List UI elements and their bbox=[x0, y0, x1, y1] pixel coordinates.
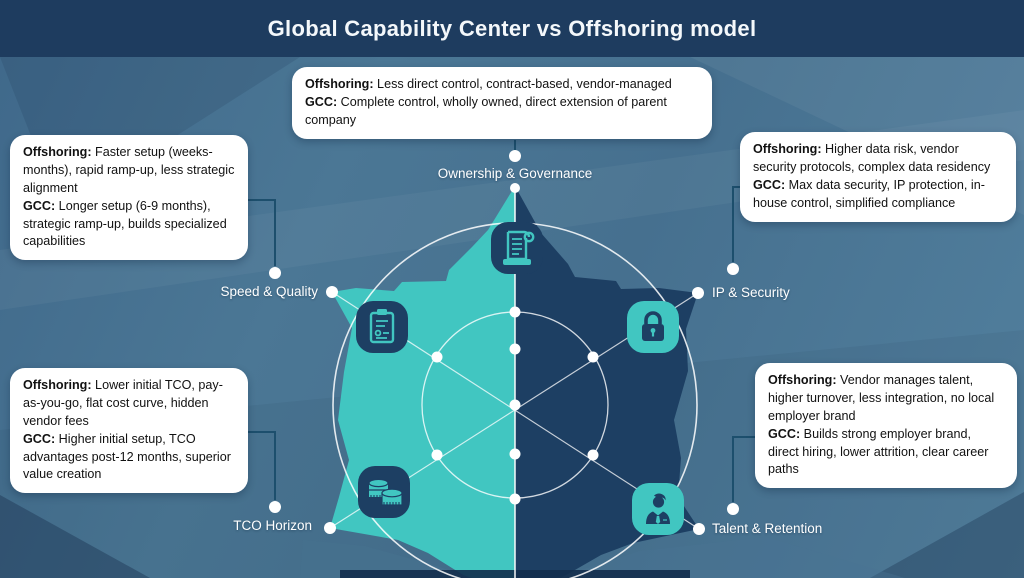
gcc-label: GCC: bbox=[305, 94, 338, 109]
callout-offshoring-line: Offshoring: Higher data risk, vendor sec… bbox=[753, 141, 1003, 177]
offshoring-text: Higher data risk, vendor security protoc… bbox=[753, 142, 991, 174]
callout-tco: Offshoring: Lower initial TCO, pay-as-yo… bbox=[10, 368, 248, 494]
callout-ip: Offshoring: Higher data risk, vendor sec… bbox=[740, 132, 1016, 222]
offshoring-label: Offshoring: bbox=[23, 145, 92, 159]
offshoring-text: Lower initial TCO, pay-as-you-go, flat c… bbox=[23, 378, 223, 428]
gcc-text: Higher initial setup, TCO advantages pos… bbox=[23, 431, 231, 482]
gcc-text: Longer setup (6-9 months), strategic ram… bbox=[23, 198, 227, 249]
offshoring-text: Vendor manages talent, higher turnover, … bbox=[768, 373, 995, 423]
gcc-text: Builds strong employer brand, direct hir… bbox=[768, 426, 989, 477]
callout-talent: Offshoring: Vendor manages talent, highe… bbox=[755, 363, 1017, 489]
callout-gcc-line: GCC: Builds strong employer brand, direc… bbox=[768, 426, 1004, 480]
callout-offshoring-line: Offshoring: Lower initial TCO, pay-as-yo… bbox=[23, 377, 235, 431]
axis-label-speed: Speed & Quality bbox=[220, 284, 318, 299]
callout-gcc-line: GCC: Complete control, wholly owned, dir… bbox=[305, 94, 699, 130]
offshoring-label: Offshoring: bbox=[768, 373, 837, 387]
lock-icon bbox=[627, 301, 679, 353]
gcc-text: Complete control, wholly owned, direct e… bbox=[305, 94, 667, 127]
callout-offshoring-line: Offshoring: Less direct control, contrac… bbox=[305, 76, 699, 94]
offshoring-label: Offshoring: bbox=[23, 378, 92, 392]
coins-icon bbox=[358, 466, 410, 518]
axis-label-ip: IP & Security bbox=[712, 285, 790, 300]
person-icon bbox=[632, 483, 684, 535]
offshoring-label: Offshoring: bbox=[305, 77, 374, 91]
gcc-label: GCC: bbox=[768, 426, 801, 441]
node-dots bbox=[269, 150, 739, 535]
axis-label-tco: TCO Horizon bbox=[233, 518, 312, 533]
callout-offshoring-line: Offshoring: Faster setup (weeks-months),… bbox=[23, 144, 235, 198]
offshoring-text: Faster setup (weeks-months), rapid ramp-… bbox=[23, 145, 235, 195]
callout-ownership: Offshoring: Less direct control, contrac… bbox=[292, 67, 712, 139]
axis-label-talent: Talent & Retention bbox=[712, 521, 823, 536]
page-title: Global Capability Center vs Offshoring m… bbox=[267, 15, 757, 41]
gcc-label: GCC: bbox=[23, 431, 56, 446]
callout-connectors bbox=[246, 140, 756, 502]
axis-label-ownership: Ownership & Governance bbox=[437, 166, 593, 181]
gcc-label: GCC: bbox=[753, 177, 786, 192]
receipt-icon bbox=[491, 222, 543, 274]
connector-upper-right bbox=[732, 186, 741, 262]
callout-gcc-line: GCC: Max data security, IP protection, i… bbox=[753, 177, 1003, 213]
offshoring-label: Offshoring: bbox=[753, 142, 822, 156]
callout-offshoring-line: Offshoring: Vendor manages talent, highe… bbox=[768, 372, 1004, 426]
offshoring-text: Less direct control, contract-based, ven… bbox=[373, 77, 672, 91]
callout-gcc-line: GCC: Higher initial setup, TCO advantage… bbox=[23, 431, 235, 485]
title-banner: Global Capability Center vs Offshoring m… bbox=[0, 0, 1024, 57]
gcc-label: GCC: bbox=[23, 198, 56, 213]
callout-speed: Offshoring: Faster setup (weeks-months),… bbox=[10, 135, 248, 261]
clipboard-icon bbox=[356, 301, 408, 353]
radar-polygon-right bbox=[515, 186, 699, 578]
gcc-text: Max data security, IP protection, in-hou… bbox=[753, 177, 985, 210]
callout-gcc-line: GCC: Longer setup (6-9 months), strategi… bbox=[23, 198, 235, 252]
connector-upper-left bbox=[246, 199, 276, 266]
connector-lower-left bbox=[248, 431, 276, 500]
connector-lower-right bbox=[732, 436, 756, 502]
